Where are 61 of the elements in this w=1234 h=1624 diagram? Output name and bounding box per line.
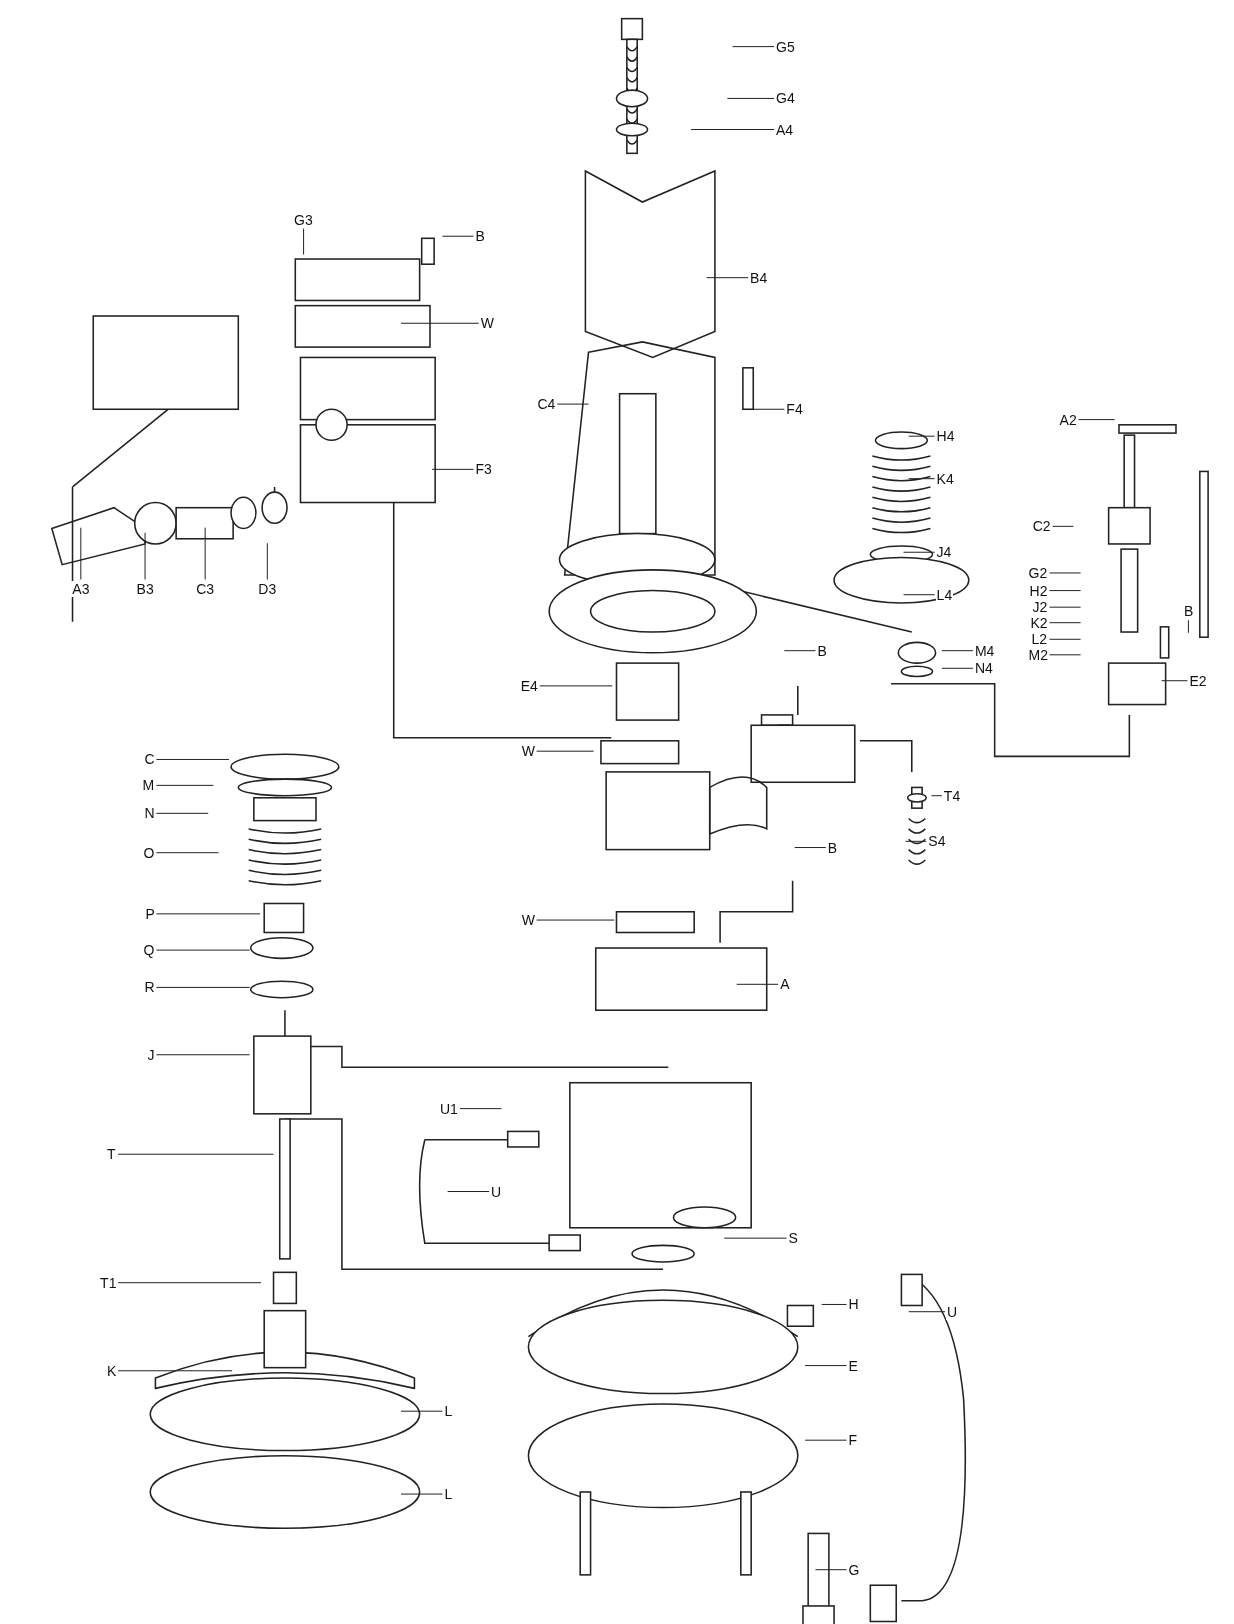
leader-line xyxy=(903,594,936,596)
leader-line xyxy=(1052,525,1074,527)
leader-line xyxy=(144,532,146,580)
leader-line xyxy=(794,847,827,849)
part-label: Q xyxy=(142,942,156,959)
leader-line xyxy=(1078,419,1116,421)
leader-line xyxy=(400,1410,443,1412)
leader-line xyxy=(706,277,749,279)
leader-line xyxy=(814,1569,848,1571)
leader-line xyxy=(1049,622,1082,624)
leader-line xyxy=(80,527,82,580)
leader-line xyxy=(931,795,943,797)
leader-line xyxy=(1049,590,1082,592)
leader-line xyxy=(441,235,475,237)
leader-line xyxy=(117,1153,274,1155)
leader-line xyxy=(155,986,251,988)
leader-line xyxy=(556,403,589,405)
leader-line xyxy=(539,685,613,687)
leader-line xyxy=(400,1493,443,1495)
leader-line xyxy=(903,551,936,553)
leader-line xyxy=(821,1303,848,1305)
leader-line xyxy=(536,919,615,921)
leader-line xyxy=(459,1108,502,1110)
leader-line xyxy=(155,1054,251,1056)
leader-line xyxy=(155,784,214,786)
leader-line xyxy=(752,408,785,410)
leader-line xyxy=(303,228,305,256)
leader-line xyxy=(736,983,779,985)
leader-line xyxy=(723,1237,787,1239)
leader-line xyxy=(783,650,816,652)
leader-line xyxy=(905,840,927,842)
leader-line xyxy=(1049,638,1082,640)
leader-line xyxy=(204,527,206,580)
leader-line xyxy=(1187,619,1189,634)
part-label: A3 xyxy=(71,580,91,597)
leader-line xyxy=(117,1370,233,1372)
leader-line xyxy=(536,750,595,752)
leader-line xyxy=(908,435,936,437)
leader-line xyxy=(941,667,974,669)
leader-line xyxy=(726,97,775,99)
leader-line xyxy=(117,1282,262,1284)
leader-line xyxy=(447,1191,490,1192)
leader-line xyxy=(1049,654,1082,656)
leader-line xyxy=(908,478,936,480)
leader-line xyxy=(400,322,480,324)
leader-line xyxy=(1161,680,1188,682)
leader-line xyxy=(732,46,775,48)
leader-line xyxy=(155,812,209,814)
leader-line xyxy=(690,129,775,130)
leader-line xyxy=(804,1439,848,1441)
leader-line xyxy=(155,758,230,760)
leader-line xyxy=(155,949,251,951)
leader-line xyxy=(155,913,261,915)
leader-line xyxy=(155,852,220,854)
leader-line xyxy=(1049,606,1082,608)
leader-line xyxy=(266,542,268,580)
leader-line xyxy=(941,650,974,652)
leader-line xyxy=(804,1365,848,1367)
leader-line xyxy=(1049,572,1082,574)
leader-line xyxy=(908,1311,946,1313)
leader-line xyxy=(431,468,475,470)
